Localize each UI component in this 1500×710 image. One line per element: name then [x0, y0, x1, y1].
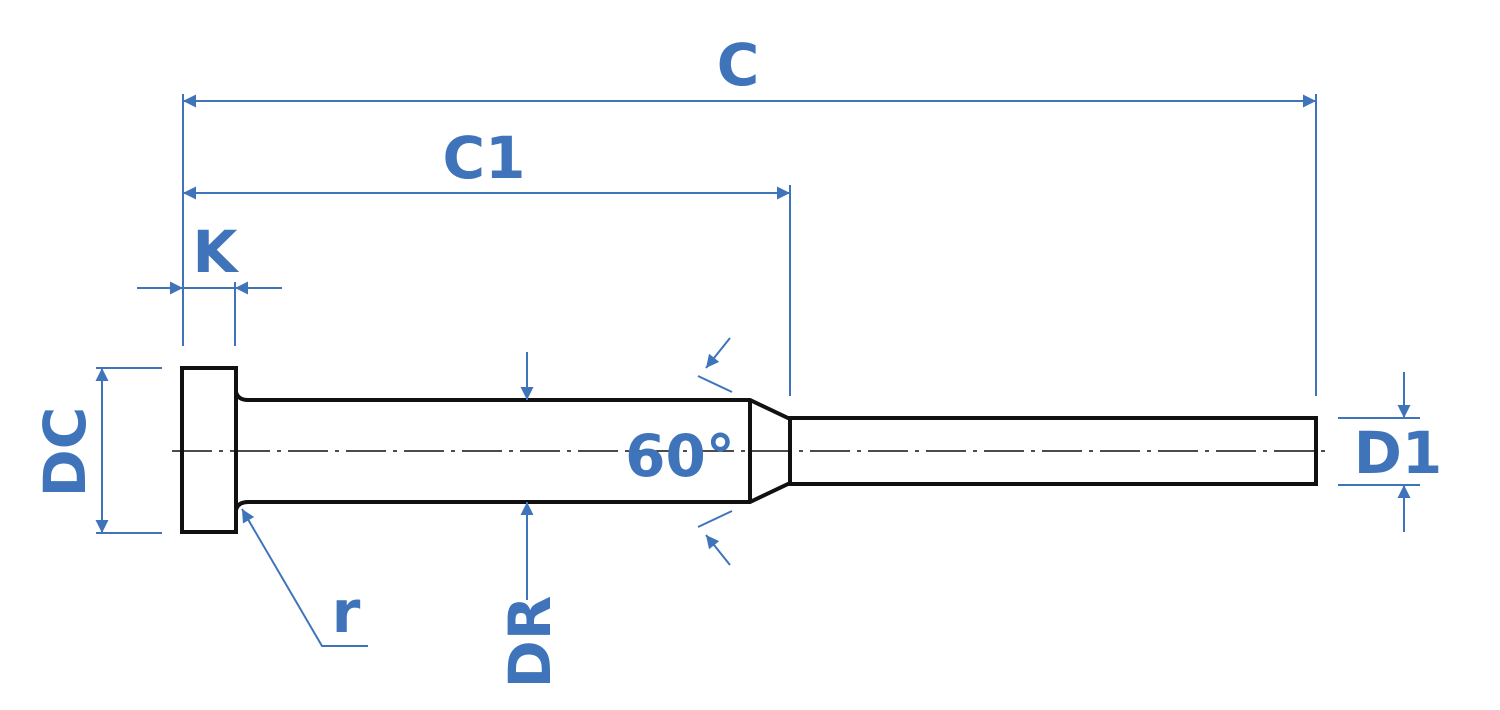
label-dr: DR: [496, 596, 564, 689]
dimension-labels: C C1 K DC DR D1 r 60°: [31, 31, 1442, 688]
angle-extension-top: [697, 375, 733, 393]
angle-extension-bottom: [697, 510, 733, 528]
dimension-lines: [95, 94, 1420, 647]
fillet-leader: [241, 508, 368, 647]
part-outline: [172, 366, 1330, 534]
label-k: K: [193, 218, 240, 286]
angle-arrow-top: [705, 337, 731, 369]
angle-arrow-bottom: [705, 534, 731, 566]
label-r: r: [332, 578, 361, 646]
label-angle: 60°: [625, 422, 735, 490]
pin-body: [234, 391, 1318, 511]
label-c1: C1: [443, 124, 526, 192]
label-d1: D1: [1354, 419, 1443, 487]
label-dc: DC: [31, 407, 99, 498]
label-c: C: [717, 31, 760, 99]
pin-head: [180, 366, 238, 534]
